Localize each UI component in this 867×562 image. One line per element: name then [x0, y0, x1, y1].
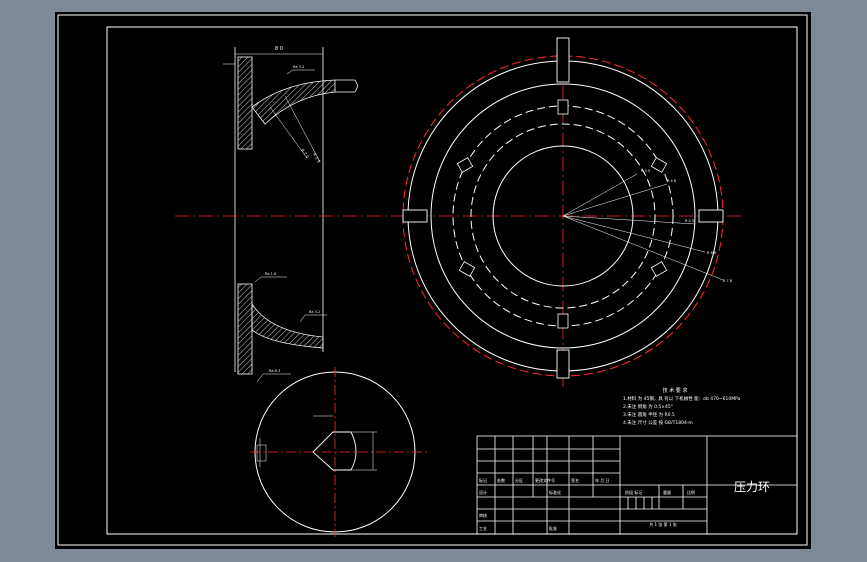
svg-text:R 2 0: R 2 0 [300, 148, 310, 160]
tech-notes-title: 技 术 要 求 [663, 387, 688, 394]
svg-text:Ra 3.2: Ra 3.2 [309, 310, 320, 314]
svg-text:批准: 批准 [549, 525, 557, 531]
svg-text:比例: 比例 [687, 489, 695, 495]
sheet-count: 共 1 张 第 1 张 [649, 521, 676, 527]
svg-text:签名: 签名 [571, 477, 579, 483]
svg-text:年 月 日: 年 月 日 [595, 477, 610, 483]
title-block-text: 标记 处数 分区 更改文件号 签名 年 月 日 设计 标准化 阶段 标记 重量 … [479, 477, 770, 531]
svg-text:R 4 6: R 4 6 [667, 179, 676, 183]
title-block [476, 435, 798, 535]
svg-text:R 3 5: R 3 5 [641, 169, 650, 173]
svg-text:R 5 5: R 5 5 [685, 219, 694, 223]
svg-text:审核: 审核 [479, 512, 487, 518]
detail-view [250, 367, 427, 537]
svg-text:重量: 重量 [663, 489, 671, 495]
svg-text:R 2 5: R 2 5 [312, 152, 322, 164]
svg-text:更改文件号: 更改文件号 [535, 477, 555, 483]
svg-text:Ra 3.2: Ra 3.2 [293, 65, 304, 69]
svg-text:标准化: 标准化 [549, 489, 561, 495]
svg-text:标记: 标记 [479, 477, 487, 483]
tech-note-line: 2.未注 倒角 为 0.5×45° [623, 403, 673, 410]
part-name-title: 压力环 [734, 480, 770, 494]
tech-note-line: 3.未注 圆角 半径 为 R0.5 [623, 411, 675, 418]
drawing-svg: 8 0 R 2 0 R 2 5 Ra 3.2 Ra 1.6 [57, 14, 808, 546]
dim-top-text: 8 0 [275, 46, 283, 52]
svg-text:工艺: 工艺 [479, 526, 487, 531]
svg-text:设计: 设计 [479, 489, 487, 495]
inner-frame [106, 26, 798, 535]
drawing-sheet: 8 0 R 2 0 R 2 5 Ra 3.2 Ra 1.6 [55, 12, 811, 549]
section-view: 8 0 R 2 0 R 2 5 Ra 3.2 Ra 1.6 [223, 46, 359, 383]
svg-text:R 6 6: R 6 6 [707, 251, 716, 255]
tech-note-line: 1.材料 为 45钢，具 有以 下机械性 能：σb 470~610MPa [623, 395, 741, 402]
svg-text:Ra 6.3: Ra 6.3 [269, 369, 280, 373]
svg-text:处数: 处数 [497, 477, 505, 483]
center-lines [175, 37, 745, 387]
outer-border [57, 14, 808, 546]
svg-text:R 7 8: R 7 8 [723, 279, 732, 283]
svg-text:分区: 分区 [515, 477, 523, 483]
plan-view: R 3 5 R 4 6 R 5 5 R 6 6 R 7 8 [402, 37, 732, 379]
svg-text:Ra 1.6: Ra 1.6 [265, 272, 276, 276]
tech-notes: 技 术 要 求 1.材料 为 45钢，具 有以 下机械性 能：σb 470~61… [623, 387, 741, 426]
svg-text:阶段 标记: 阶段 标记 [625, 489, 642, 495]
tech-note-line: 4.未注 尺寸 公差 按 GB/T1804-m [623, 419, 693, 426]
